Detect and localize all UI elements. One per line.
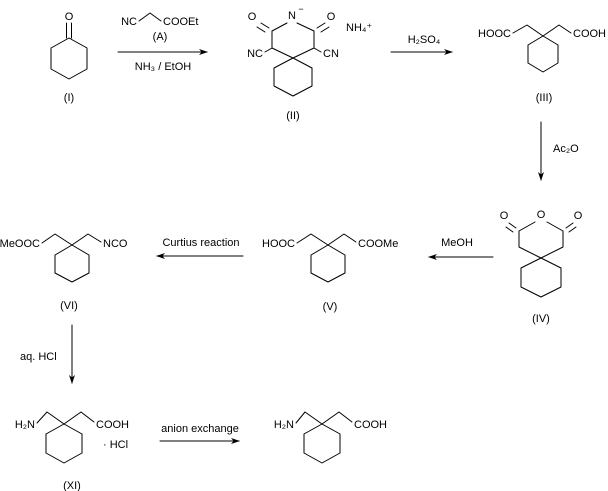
ch2-bond bbox=[71, 233, 102, 246]
structure-IV: O O O (IV) bbox=[500, 209, 583, 325]
structure-XI: H₂N COOH · HCl (XI) bbox=[15, 411, 129, 491]
group-label-hooc: HOOC bbox=[262, 238, 295, 250]
step2-reagent: H₂SO₄ bbox=[408, 34, 441, 46]
compound-label-IV: (IV) bbox=[532, 313, 550, 325]
step6-arrow-group: aq. HCl bbox=[20, 324, 75, 384]
step3-arrow-group: Ac₂O bbox=[538, 121, 579, 181]
ch2-bond bbox=[295, 411, 323, 425]
reagent-a-label: (A) bbox=[153, 31, 168, 43]
group-label-coome: COOMe bbox=[358, 238, 398, 250]
step4-arrow-group: MeOH bbox=[428, 237, 494, 260]
step4-reagent: MeOH bbox=[441, 237, 473, 249]
step1-arrow-group: NC COOEt (A) NH₃ / EtOH bbox=[117, 12, 208, 73]
atom-label-o-ring: O bbox=[537, 209, 546, 221]
step7-reagent: anion exchange bbox=[161, 423, 239, 435]
anhydride-ring bbox=[518, 221, 564, 259]
double-bond-line bbox=[316, 22, 326, 29]
compound-label-VI: (VI) bbox=[60, 300, 78, 312]
cyclohexane-ring bbox=[273, 57, 313, 97]
structure-V: HOOC COOMe (V) bbox=[262, 233, 398, 313]
step5-arrow-group: Curtius reaction bbox=[156, 237, 244, 259]
compound-label-III: (III) bbox=[536, 92, 553, 104]
structure-product: H₂N COOH bbox=[274, 411, 387, 464]
step5-reagent: Curtius reaction bbox=[162, 237, 239, 249]
reagent-a-cooet: COOEt bbox=[163, 16, 198, 28]
group-label-cooh: COOH bbox=[573, 28, 606, 40]
atom-label-o: O bbox=[574, 210, 583, 222]
reagent-a-bond bbox=[138, 12, 162, 22]
cyclohexane-ring bbox=[50, 37, 88, 80]
single-bond bbox=[264, 47, 273, 53]
group-label-cn: CN bbox=[323, 48, 339, 60]
cyclohexane-ring bbox=[520, 257, 562, 298]
compound-label-I: (I) bbox=[64, 92, 74, 104]
single-bond bbox=[313, 47, 322, 53]
structure-III: HOOC COOH (III) bbox=[478, 24, 606, 104]
group-label-hooc: HOOC bbox=[478, 28, 511, 40]
ch2-bond bbox=[63, 411, 95, 425]
double-bond-line bbox=[568, 226, 577, 233]
compound-label-V: (V) bbox=[323, 301, 338, 313]
step6-reagent: aq. HCl bbox=[20, 351, 57, 363]
atom-label-o: O bbox=[65, 11, 74, 23]
group-label-nco: NCO bbox=[103, 238, 128, 250]
structure-II: O N − O NC CN NH₄⁺ (II) bbox=[247, 4, 372, 122]
step2-arrow-group: H₂SO₄ bbox=[390, 34, 453, 55]
ch2-bond bbox=[327, 233, 357, 246]
imide-ring bbox=[271, 22, 315, 59]
structure-VI: MeOOC NCO (VI) bbox=[0, 233, 128, 312]
group-label-cooh: COOH bbox=[96, 419, 129, 431]
double-bond-line bbox=[565, 222, 574, 229]
double-bond-line bbox=[260, 22, 270, 29]
group-label-h2n: H₂N bbox=[15, 419, 35, 431]
reagent-a-nc: NC bbox=[121, 16, 137, 28]
structure-I: O (I) bbox=[50, 11, 88, 104]
ch2-bond bbox=[41, 233, 73, 246]
atom-label-o: O bbox=[248, 11, 257, 23]
cyclohexane-ring bbox=[303, 423, 341, 464]
group-label-h2n: H₂N bbox=[274, 419, 294, 431]
cyclohexane-ring bbox=[527, 35, 559, 73]
compound-label-XI: (XI) bbox=[63, 480, 81, 491]
atom-label-o: O bbox=[327, 11, 336, 23]
cyclohexane-ring bbox=[54, 244, 90, 283]
group-label-cooh: COOH bbox=[354, 419, 387, 431]
compound-label-II: (II) bbox=[286, 110, 299, 122]
step1-conditions: NH₃ / EtOH bbox=[135, 61, 191, 73]
double-bond-line bbox=[508, 222, 517, 229]
group-label-nc: NC bbox=[247, 48, 263, 60]
salt-label-hcl: · HCl bbox=[103, 439, 128, 451]
step7-arrow-group: anion exchange bbox=[159, 423, 240, 444]
ch2-bond bbox=[512, 24, 544, 37]
double-bond-line bbox=[256, 26, 266, 33]
cyclohexane-ring bbox=[310, 244, 346, 283]
atom-label-o: O bbox=[500, 210, 509, 222]
step3-reagent: Ac₂O bbox=[553, 143, 579, 155]
ch2-bond bbox=[321, 411, 353, 425]
double-bond-line bbox=[320, 26, 330, 33]
double-bond-line bbox=[505, 226, 514, 233]
atom-label-n: N bbox=[288, 10, 296, 22]
cyclohexane-ring bbox=[45, 423, 83, 464]
counterion-label: NH₄⁺ bbox=[346, 22, 372, 34]
ch2-bond bbox=[36, 411, 65, 425]
group-label-meooc: MeOOC bbox=[0, 238, 40, 250]
ch2-bond bbox=[296, 233, 329, 246]
ch2-bond bbox=[542, 24, 572, 37]
negative-charge: − bbox=[298, 4, 303, 14]
